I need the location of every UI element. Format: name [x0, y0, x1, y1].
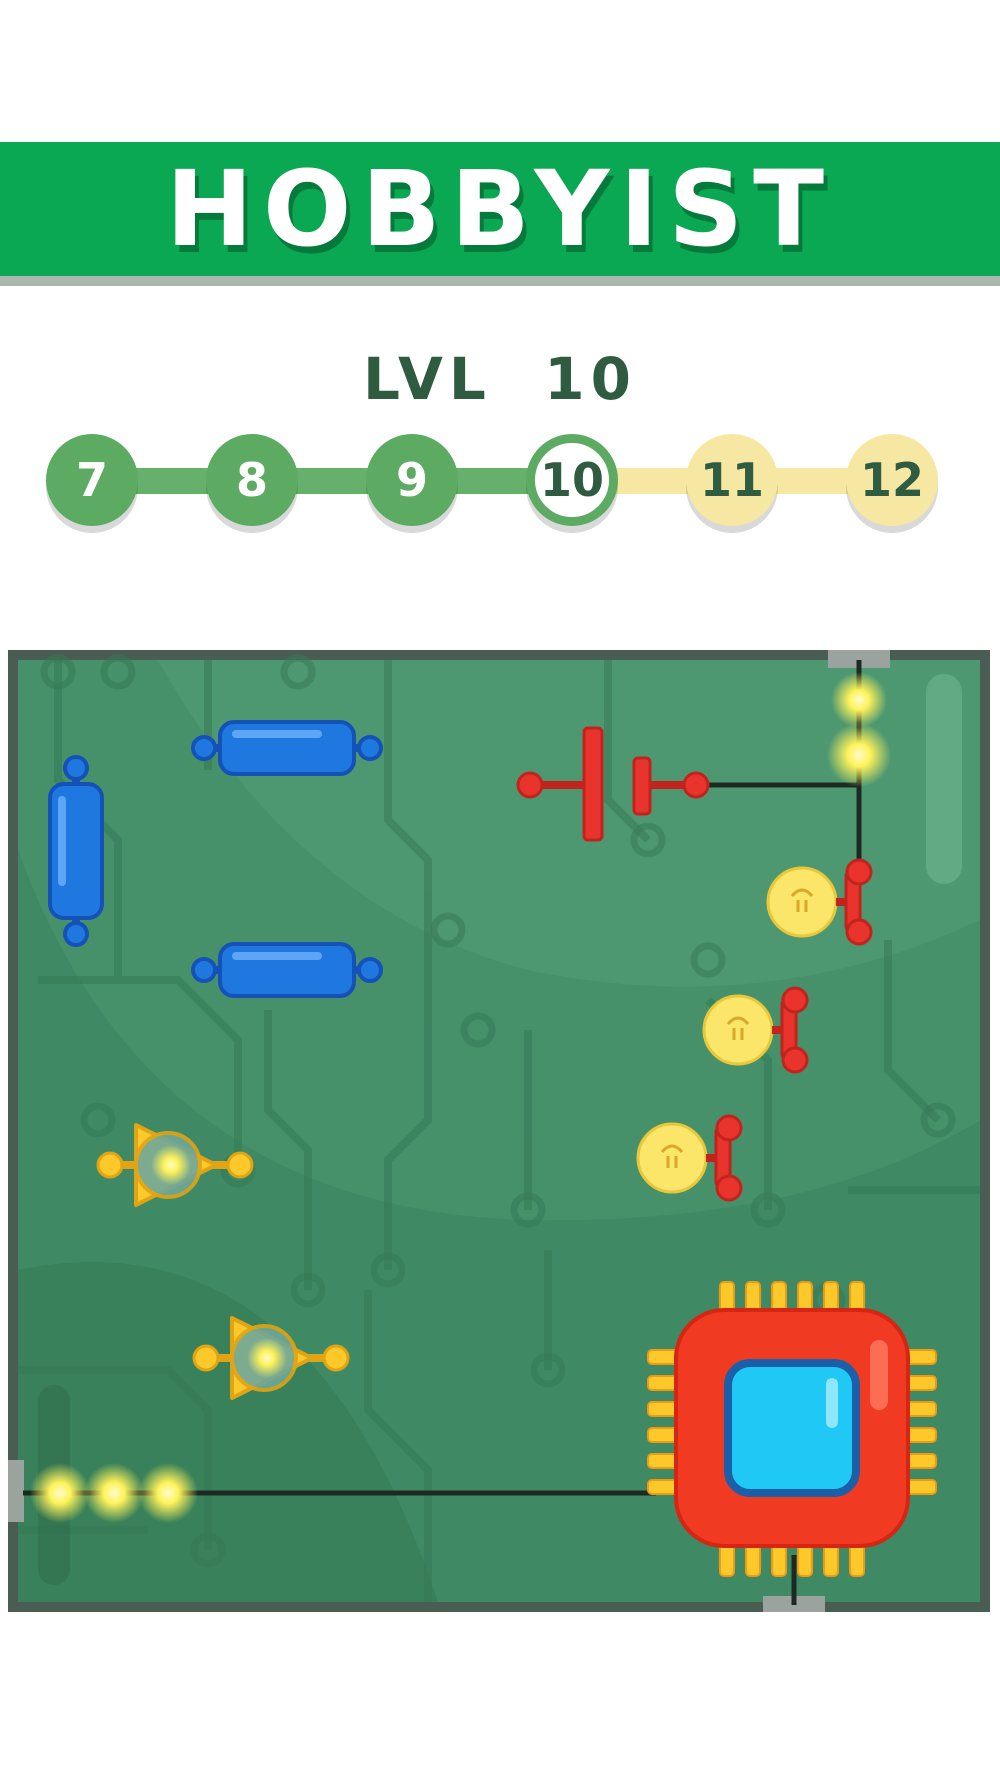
blue-resistor-icon[interactable] [48, 755, 104, 947]
glowing-spark-icon [84, 1463, 144, 1523]
level-tier-banner: HOBBYIST [0, 142, 1000, 276]
blue-resistor-icon[interactable] [191, 942, 383, 998]
blue-resistor-icon[interactable] [191, 720, 383, 776]
light-bulb-icon[interactable] [636, 1114, 743, 1202]
level-node-11[interactable]: 11 [686, 434, 778, 526]
glowing-spark-icon [831, 672, 887, 728]
light-bulb-icon[interactable] [702, 986, 809, 1074]
yellow-diode-icon[interactable] [192, 1316, 350, 1400]
connector-left [8, 1460, 24, 1522]
level-node-7[interactable]: 7 [46, 434, 138, 526]
yellow-diode-icon[interactable] [96, 1123, 254, 1207]
pcb-traces [18, 660, 980, 1602]
level-node-9[interactable]: 9 [366, 434, 458, 526]
connector-top [828, 650, 890, 668]
tier-title: HOBBYIST [165, 148, 835, 270]
board-gloss [926, 674, 962, 884]
cpu-chip-icon[interactable] [647, 1281, 937, 1577]
level-node-8[interactable]: 8 [206, 434, 298, 526]
progress-track-complete [92, 468, 570, 494]
level-label: LVL 10 [363, 345, 637, 413]
glowing-spark-icon [827, 723, 891, 787]
circuit-board [8, 650, 990, 1612]
light-bulb-icon[interactable] [766, 858, 873, 946]
glowing-spark-icon [30, 1463, 90, 1523]
glowing-spark-icon [138, 1463, 198, 1523]
red-capacitor-icon[interactable] [516, 726, 710, 842]
board-highlight-2 [18, 660, 980, 1221]
level-node-10-current[interactable]: 10 [526, 434, 618, 526]
level-node-12[interactable]: 12 [846, 434, 938, 526]
